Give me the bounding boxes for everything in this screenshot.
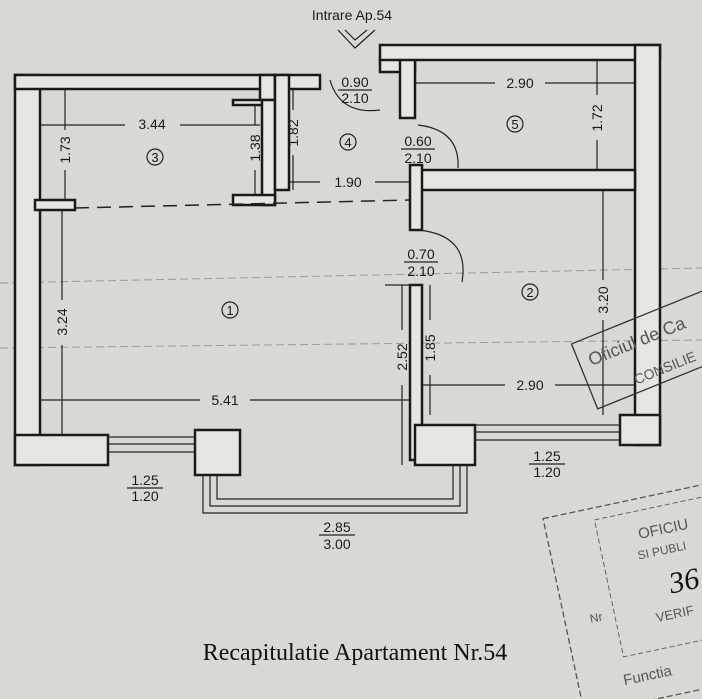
dimensions-window-right-w-label: 1.25	[533, 448, 560, 464]
dimensions-door4-5-h-label: 2.10	[404, 150, 431, 166]
room-markers: 1 2 3 4 5	[146, 115, 539, 319]
dimensions-room4-height-label: 1.82	[285, 119, 301, 146]
dimensions-room2-inner-label: 1.85	[422, 334, 438, 361]
room-number-4: 4	[344, 135, 351, 150]
room-number-1: 1	[226, 303, 233, 318]
dimensions-room3-inner-label: 1.38	[247, 134, 263, 161]
dimensions-room2-width-label: 2.90	[516, 377, 543, 393]
room-number-3: 3	[151, 150, 158, 165]
dimension-lines	[40, 60, 635, 465]
dimensions-window-left-w-label: 1.25	[131, 472, 158, 488]
room-number-2: 2	[526, 285, 533, 300]
dimensions-window-right-h-label: 1.20	[533, 464, 560, 480]
guide-line	[0, 267, 702, 284]
stamps-stamp2-nr-label: Nr	[588, 610, 603, 626]
entrance-arrow-inner-icon	[344, 29, 368, 41]
dimension-labels: Intrare Ap.54 3.44 1.73 1.38 1.82 1.90 0…	[54, 7, 611, 552]
dimensions-bay-h-label: 3.00	[323, 536, 350, 552]
dimensions-room1-inner-label: 2.52	[394, 343, 410, 370]
stamps-stamp2-handwritten-label: 36	[665, 562, 702, 601]
stamp-oficiu: OFICIU SI PUBLI Nr 36 VERIF Functia	[542, 482, 702, 699]
windows	[107, 424, 621, 514]
dimensions-door2-h-label: 2.10	[407, 263, 434, 279]
plan-title: Recapitulatie Apartament Nr.54	[203, 640, 508, 666]
dimensions-room3-width-label: 3.44	[138, 116, 165, 132]
guide-line	[0, 339, 702, 349]
partition-line	[74, 199, 411, 209]
dimensions-window-left-h-label: 1.20	[131, 488, 158, 504]
dimensions-room1-height-label: 3.24	[54, 308, 70, 335]
dimensions-door2-w-label: 0.70	[407, 246, 434, 262]
dimensions-room2-height-label: 3.20	[595, 286, 611, 313]
door-entry-swing	[329, 79, 381, 112]
dimensions-room5-width-label: 2.90	[506, 75, 533, 91]
dimensions-entry-door-h-label: 2.10	[341, 90, 368, 106]
dimensions-room4-width-label: 1.90	[334, 174, 361, 190]
entrance-arrow-icon	[337, 29, 376, 49]
dimensions-door4-5-w-label: 0.60	[404, 133, 431, 149]
stamps-stamp2-text2-label: SI PUBLI	[636, 539, 687, 563]
walls	[13, 43, 662, 477]
door-room2-swing	[417, 229, 464, 283]
stamps-stamp2-verif-label: VERIF	[655, 602, 696, 625]
dimensions-room5-height-label: 1.72	[589, 104, 605, 131]
dimensions-bay-w-label: 2.85	[323, 519, 350, 535]
entrance-label: Intrare Ap.54	[312, 7, 392, 23]
dimensions-entry-door-w-label: 0.90	[341, 74, 368, 90]
dimensions-room1-width-label: 5.41	[211, 392, 238, 408]
dimensions-room3-height-label: 1.73	[57, 136, 73, 163]
stamps-stamp2-functia-label: Functia	[622, 662, 674, 689]
room-number-5: 5	[511, 117, 518, 132]
door-room5-swing	[417, 124, 459, 169]
